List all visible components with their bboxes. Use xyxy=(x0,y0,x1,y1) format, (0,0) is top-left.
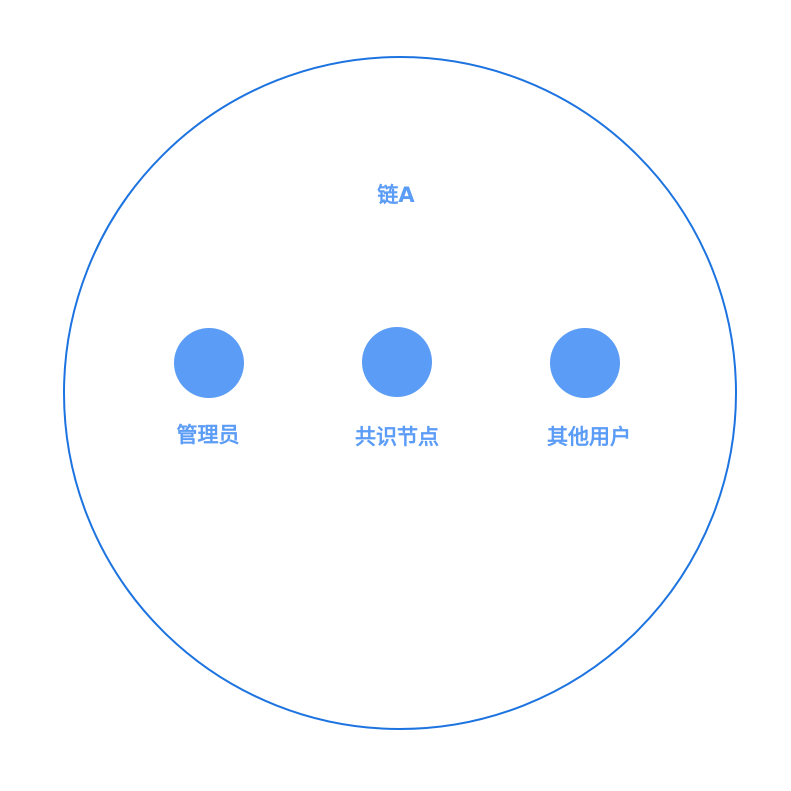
chain-label: 链A xyxy=(377,183,415,207)
node-consensus xyxy=(362,327,432,397)
node-label-consensus: 共识节点 xyxy=(355,425,439,449)
node-admin xyxy=(174,328,244,398)
node-label-other-users: 其他用户 xyxy=(547,425,631,449)
node-other-users xyxy=(550,328,620,398)
chain-boundary-circle xyxy=(63,56,737,730)
node-label-admin: 管理员 xyxy=(176,423,240,447)
